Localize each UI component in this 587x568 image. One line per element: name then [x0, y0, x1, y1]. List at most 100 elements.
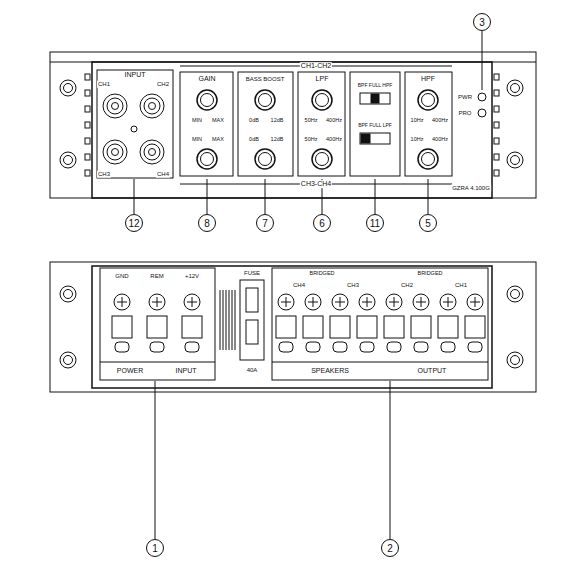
rca-jack	[103, 140, 127, 164]
terminal-screw	[278, 294, 294, 310]
callout-number: 6	[319, 218, 325, 229]
knob	[259, 94, 272, 107]
callout-circle: 3	[473, 13, 491, 31]
panel-label: CH4	[292, 282, 306, 289]
knob	[418, 149, 438, 169]
terminal-screw	[157, 297, 158, 307]
rca-jack	[140, 140, 164, 164]
panel-label: INPUT	[175, 367, 198, 375]
panel-label: CH2	[156, 81, 170, 88]
bass-group	[238, 72, 293, 176]
rear-face	[92, 266, 492, 388]
panel-label: GND	[114, 273, 129, 280]
screw	[511, 290, 520, 299]
knob	[312, 149, 332, 169]
terminal-screw	[367, 297, 368, 307]
terminal-slot	[411, 316, 431, 338]
knob	[316, 153, 329, 166]
callout-circle: 12	[125, 214, 143, 232]
panel-label: CH1	[97, 81, 111, 88]
front-face	[92, 62, 492, 198]
vent	[85, 154, 90, 160]
panel-label: 400Hz	[325, 136, 343, 142]
vent	[494, 90, 499, 96]
panel-label: CH4	[156, 171, 170, 178]
leader-lines	[134, 31, 482, 539]
screw	[64, 290, 73, 299]
power-block	[100, 268, 215, 380]
callout-circle: 11	[366, 214, 384, 232]
vent	[494, 170, 499, 176]
panel-label: HPF	[420, 75, 436, 83]
terminal-slot	[112, 316, 132, 338]
top-housing	[50, 52, 536, 198]
center-hole	[131, 126, 137, 132]
rca-jack	[107, 98, 123, 114]
terminal-hole	[414, 342, 428, 352]
callout-circle: 6	[313, 214, 331, 232]
rca-jack	[144, 144, 160, 160]
panel-label: LPF	[315, 75, 330, 83]
panel-label: 12dB	[270, 117, 285, 123]
terminal-hole	[387, 342, 401, 352]
block-divider	[272, 362, 488, 363]
terminal-slot	[303, 316, 323, 338]
terminal-hole	[441, 342, 455, 352]
terminal-slot	[182, 316, 202, 338]
panel-label: 40A	[246, 367, 259, 374]
terminal-screw	[313, 297, 314, 307]
screw	[60, 286, 76, 302]
terminal-screw	[184, 294, 200, 310]
terminal-screw	[359, 294, 375, 310]
fuse	[246, 288, 258, 312]
screw	[64, 356, 73, 365]
panel-label: BPF FULL HPF	[357, 83, 394, 89]
vent	[226, 290, 227, 350]
vent	[494, 154, 499, 160]
vent	[220, 290, 221, 350]
vent	[494, 138, 499, 144]
terminal-slot	[384, 316, 404, 338]
knob	[201, 153, 214, 166]
panel-label: PWR	[457, 94, 473, 101]
panel-label: 400Hz	[325, 117, 343, 123]
terminal-slot	[147, 316, 167, 338]
lpf-group	[298, 72, 345, 176]
callout-number: 8	[204, 218, 210, 229]
terminal-screw	[440, 294, 456, 310]
panel-label: 50Hz	[304, 136, 319, 142]
rca-jack	[112, 149, 119, 156]
panel-label: MAX	[211, 117, 225, 123]
block-divider	[100, 362, 215, 363]
callout-circle: 2	[381, 539, 399, 557]
callout-number: 1	[152, 543, 158, 554]
screw	[60, 80, 76, 96]
screw	[507, 286, 523, 302]
panel-label: OUTPUT	[417, 367, 448, 375]
terminal-screw	[386, 294, 402, 310]
terminal-hole	[468, 342, 482, 352]
knob	[422, 153, 435, 166]
vent	[229, 290, 230, 350]
panel-label: CH1-CH2	[300, 62, 332, 70]
terminal-screw	[475, 297, 476, 307]
screw	[507, 352, 523, 368]
vent	[494, 106, 499, 112]
rear-housing	[50, 262, 536, 392]
panel-label: GZRA 4.100G	[451, 185, 491, 192]
callout-number: 5	[425, 218, 431, 229]
vent	[85, 138, 90, 144]
knob	[316, 94, 329, 107]
callout-number: 12	[128, 218, 139, 229]
panel-label: 10Hz	[410, 117, 425, 123]
screw	[60, 352, 76, 368]
rca-jack	[112, 103, 119, 110]
rca-jack	[140, 94, 164, 118]
terminal-screw	[122, 297, 123, 307]
rca-jack	[144, 98, 160, 114]
terminal-hole	[115, 342, 129, 352]
terminal-screw	[149, 294, 165, 310]
vent	[85, 122, 90, 128]
callout-number: 2	[387, 543, 393, 554]
terminal-screw	[448, 297, 449, 307]
